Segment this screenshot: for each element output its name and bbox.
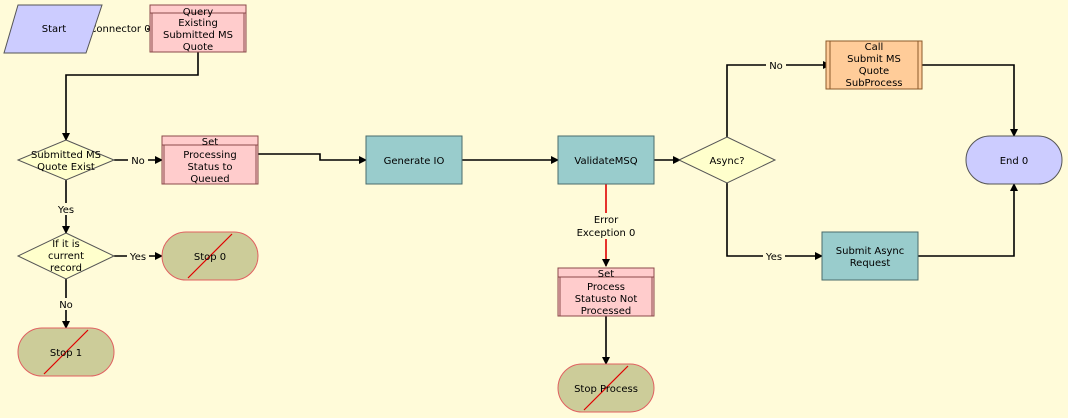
edge-label-exception: Exception 0 — [577, 228, 636, 239]
generate-io-node[interactable]: Generate IO — [365, 135, 463, 185]
set-queued-line-3: Status to — [187, 162, 232, 173]
edge-async-no-call[interactable] — [726, 61, 831, 137]
call-subprocess-node[interactable]: Call Submit MS Quote SubProcess — [825, 40, 923, 90]
set-queued-line-1: Set — [202, 137, 219, 148]
current-line-3: record — [50, 263, 82, 274]
stop-process-label: Stop Process — [574, 384, 638, 395]
stop-process-node[interactable]: Stop Process — [557, 363, 655, 413]
decision-quote-exist[interactable]: Submitted MS Quote Exist — [16, 139, 116, 181]
submit-async-line-1: Submit Async — [836, 246, 904, 257]
set-queued-node[interactable]: Set Processing Status to Queued — [161, 135, 259, 185]
stop1-slash-icon — [43, 329, 89, 375]
decision-exist-line-2: Quote Exist — [37, 162, 95, 173]
edge-query-to-decision[interactable] — [62, 52, 199, 141]
edge-async-yes-submit[interactable] — [726, 183, 823, 260]
async-label: Async? — [709, 156, 744, 167]
stop0-label: Stop 0 — [194, 252, 226, 263]
set-not-processed-node[interactable]: Set Process Statusto Not Processed — [557, 267, 655, 317]
edge-label-yes-current: Yes — [57, 205, 74, 216]
query-node[interactable]: Query Existing Submitted MS Quote — [149, 4, 247, 53]
edge-label-no-stop1: No — [59, 300, 73, 311]
set-np-line-3: Statusto Not — [575, 294, 638, 305]
query-line-3: Submitted MS — [163, 30, 233, 41]
generate-io-label: Generate IO — [384, 156, 445, 167]
edge-label-yes-async: Yes — [765, 252, 782, 263]
stop1-label: Stop 1 — [50, 348, 82, 359]
call-line-2: Submit MS — [847, 54, 901, 65]
set-np-line-2: Process — [587, 282, 625, 293]
edge-label-no-set: No — [131, 156, 145, 167]
edge-label-error: Error — [594, 215, 619, 226]
stop1-node[interactable]: Stop 1 — [17, 327, 115, 377]
end-node[interactable]: End 0 — [965, 135, 1063, 185]
submit-async-node[interactable]: Submit Async Request — [821, 231, 919, 281]
decision-exist-line-1: Submitted MS — [31, 150, 101, 161]
decision-current-record[interactable]: If it is current record — [16, 232, 116, 280]
stop0-node[interactable]: Stop 0 — [161, 231, 259, 281]
submit-async-line-2: Request — [850, 258, 891, 269]
query-line-2: Existing — [178, 18, 218, 29]
current-line-2: current — [48, 251, 84, 262]
stop-process-slash-icon — [583, 365, 629, 411]
current-line-1: If it is — [52, 239, 80, 250]
start-label: Start — [42, 24, 67, 35]
stop0-slash-icon — [187, 233, 233, 279]
decision-async[interactable]: Async? — [677, 136, 777, 184]
set-np-line-1: Set — [598, 269, 615, 280]
call-line-3: Quote — [859, 66, 889, 77]
call-line-4: SubProcess — [846, 78, 903, 89]
validate-label: ValidateMSQ — [574, 156, 637, 167]
end-label: End 0 — [1000, 156, 1029, 167]
start-node[interactable]: Start — [3, 4, 103, 54]
edge-label-no-call: No — [769, 61, 783, 72]
validate-node[interactable]: ValidateMSQ — [557, 135, 655, 185]
call-line-1: Call — [865, 42, 884, 53]
set-queued-line-4: Queued — [190, 174, 229, 185]
edges: Connector 0 No Yes Yes No Error Exceptio… — [55, 22, 1018, 365]
edge-set-queued-to-generate-io[interactable] — [258, 153, 367, 164]
set-queued-line-2: Processing — [183, 150, 236, 161]
edge-label-yes-stop0: Yes — [129, 252, 146, 263]
edge-submit-to-end[interactable] — [918, 183, 1018, 257]
edge-label-connector: Connector 0 — [89, 24, 150, 35]
edge-call-to-end[interactable] — [922, 64, 1018, 137]
query-line-4: Quote — [183, 42, 213, 53]
set-np-line-4: Processed — [581, 306, 631, 317]
query-line-1: Query — [183, 7, 213, 18]
